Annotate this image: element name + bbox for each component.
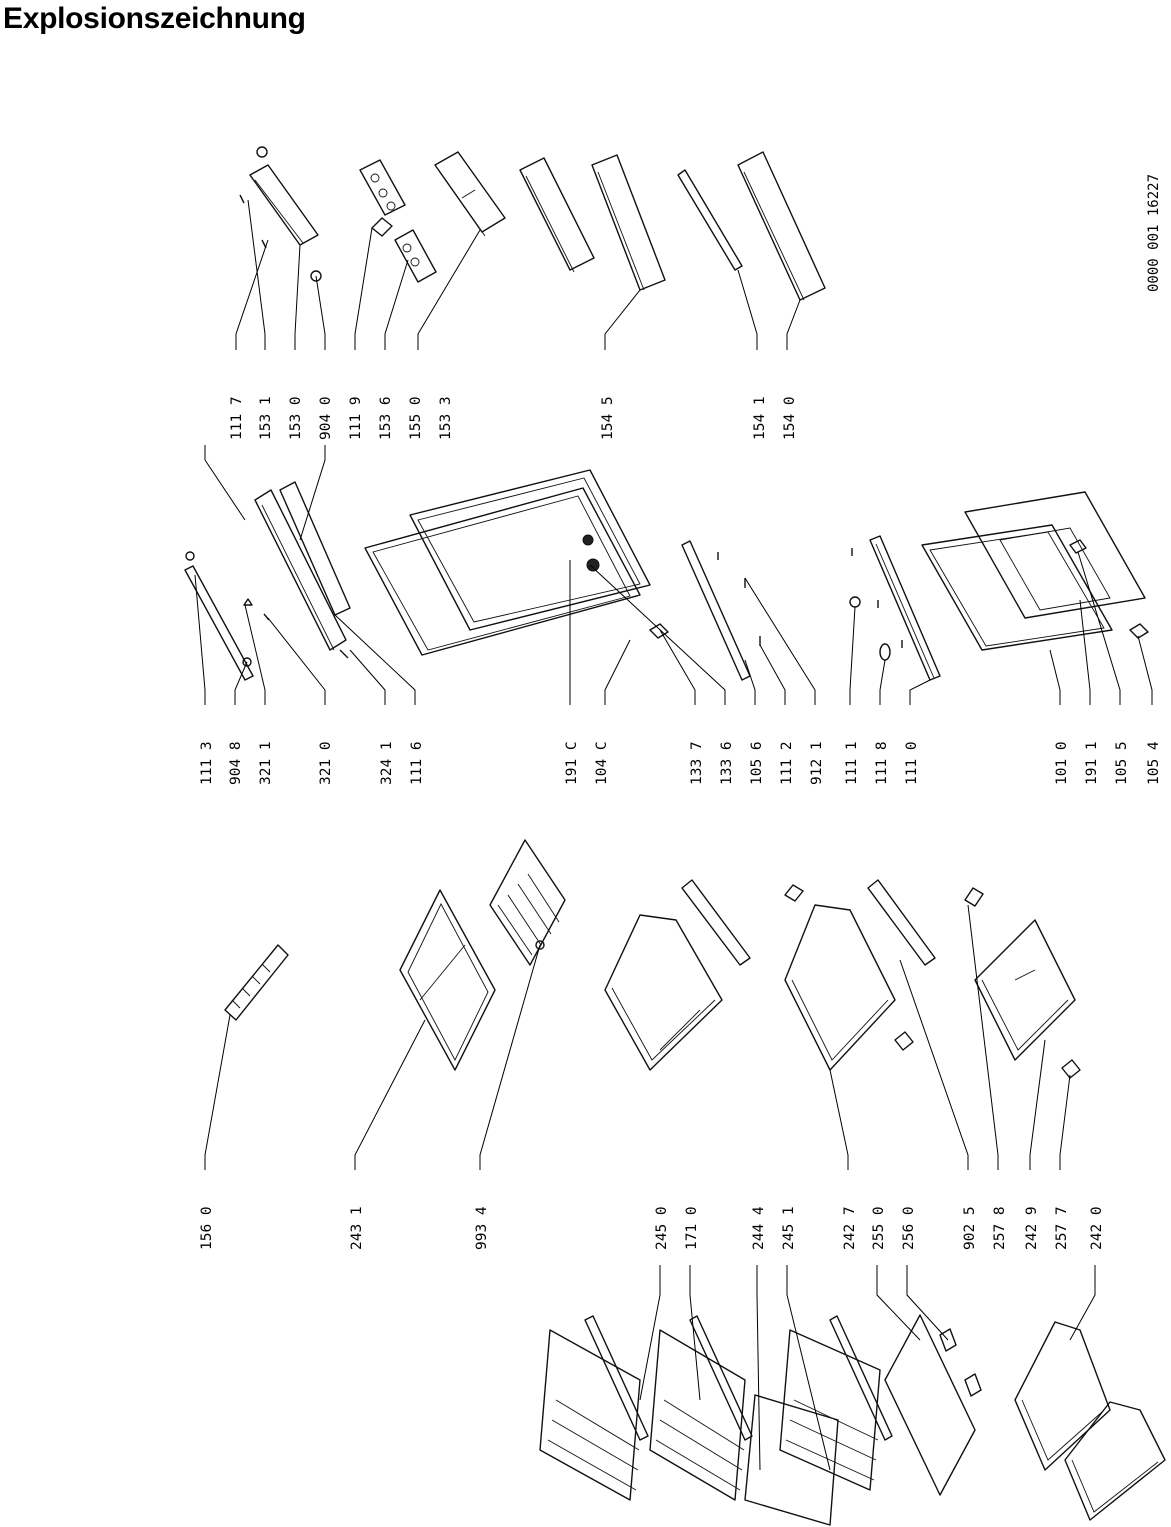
door-bin-pair-part xyxy=(519,154,666,291)
part-label: 902 5 xyxy=(962,1206,978,1250)
crisper-drawer-lower-part xyxy=(964,887,1081,1079)
part-label: 153 6 xyxy=(378,396,394,440)
part-label: 243 1 xyxy=(349,1206,365,1250)
part-label: 111 2 xyxy=(779,741,795,785)
part-label: 154 1 xyxy=(752,396,768,440)
part-label: 324 1 xyxy=(379,741,395,785)
part-label: 255 0 xyxy=(871,1206,887,1250)
part-label: 993 4 xyxy=(474,1206,490,1250)
cover-plate-part xyxy=(884,1314,982,1496)
part-label: 133 6 xyxy=(719,741,735,785)
upper-door-panel-part xyxy=(364,469,669,656)
part-label: 171 0 xyxy=(684,1206,700,1250)
part-label: 111 1 xyxy=(844,741,860,785)
door-handle-part xyxy=(239,146,322,282)
crisper-drawer-upper-part xyxy=(604,879,751,1071)
part-number-labels: 111 7 153 1 153 0 904 0 111 9 153 6 155 … xyxy=(199,174,1162,1250)
page-title: Explosionszeichnung xyxy=(3,2,306,35)
door-bin-lower-part xyxy=(677,151,826,301)
upper-door-trim-part xyxy=(184,481,351,681)
leader-lines xyxy=(194,199,1153,1471)
part-label: 155 0 xyxy=(408,396,424,440)
egg-rack-part xyxy=(224,944,289,1021)
part-label: 111 3 xyxy=(199,741,215,785)
part-label: 111 7 xyxy=(229,396,245,440)
door-bin-upper-part xyxy=(434,151,506,237)
wire-shelf-upper-part xyxy=(539,1315,649,1501)
wire-shelf-lower-part xyxy=(744,1315,893,1526)
part-label: 105 6 xyxy=(749,741,765,785)
part-label: 257 8 xyxy=(992,1206,1008,1250)
part-label: 242 7 xyxy=(842,1206,858,1250)
part-label: 111 9 xyxy=(348,396,364,440)
part-label: 257 7 xyxy=(1054,1206,1070,1250)
part-label: 245 0 xyxy=(654,1206,670,1250)
part-label: 242 9 xyxy=(1024,1206,1040,1250)
lower-door-panel-part xyxy=(921,491,1149,651)
freezer-box-lower-part xyxy=(1064,1401,1166,1521)
part-label: 904 8 xyxy=(228,741,244,785)
part-label: 154 0 xyxy=(782,396,798,440)
part-label: 105 4 xyxy=(1146,741,1162,785)
part-label: 904 0 xyxy=(318,396,334,440)
glass-shelf-part xyxy=(399,889,496,1071)
part-label: 191 1 xyxy=(1084,741,1100,785)
wire-shelf-middle-part xyxy=(649,1315,753,1501)
drawing-reference: 0000 001 16227 xyxy=(1146,174,1162,292)
freezer-box-upper-part xyxy=(1014,1321,1111,1471)
part-label: 133 7 xyxy=(689,741,705,785)
part-label: 912 1 xyxy=(809,741,825,785)
part-label: 156 0 xyxy=(199,1206,215,1250)
part-label: 111 0 xyxy=(904,741,920,785)
lower-door-trim-part xyxy=(849,535,941,681)
part-label: 104 C xyxy=(594,741,610,785)
part-label: 321 1 xyxy=(258,741,274,785)
crisper-drawer-middle-part xyxy=(784,879,936,1071)
part-label: 321 0 xyxy=(318,741,334,785)
part-label: 101 0 xyxy=(1054,741,1070,785)
part-label: 245 1 xyxy=(781,1206,797,1250)
part-label: 191 C xyxy=(564,741,580,785)
part-label: 244 4 xyxy=(751,1206,767,1250)
part-label: 105 5 xyxy=(1114,741,1130,785)
part-label: 153 3 xyxy=(438,396,454,440)
part-label: 111 8 xyxy=(874,741,890,785)
egg-tray-part xyxy=(359,159,437,283)
part-label: 153 1 xyxy=(258,396,274,440)
door-strip-part xyxy=(681,540,761,681)
wire-tray-part xyxy=(489,839,566,966)
part-label: 256 0 xyxy=(901,1206,917,1250)
part-label: 154 5 xyxy=(600,396,616,440)
part-label: 111 6 xyxy=(409,741,425,785)
part-label: 242 0 xyxy=(1089,1206,1105,1250)
part-label: 153 0 xyxy=(288,396,304,440)
